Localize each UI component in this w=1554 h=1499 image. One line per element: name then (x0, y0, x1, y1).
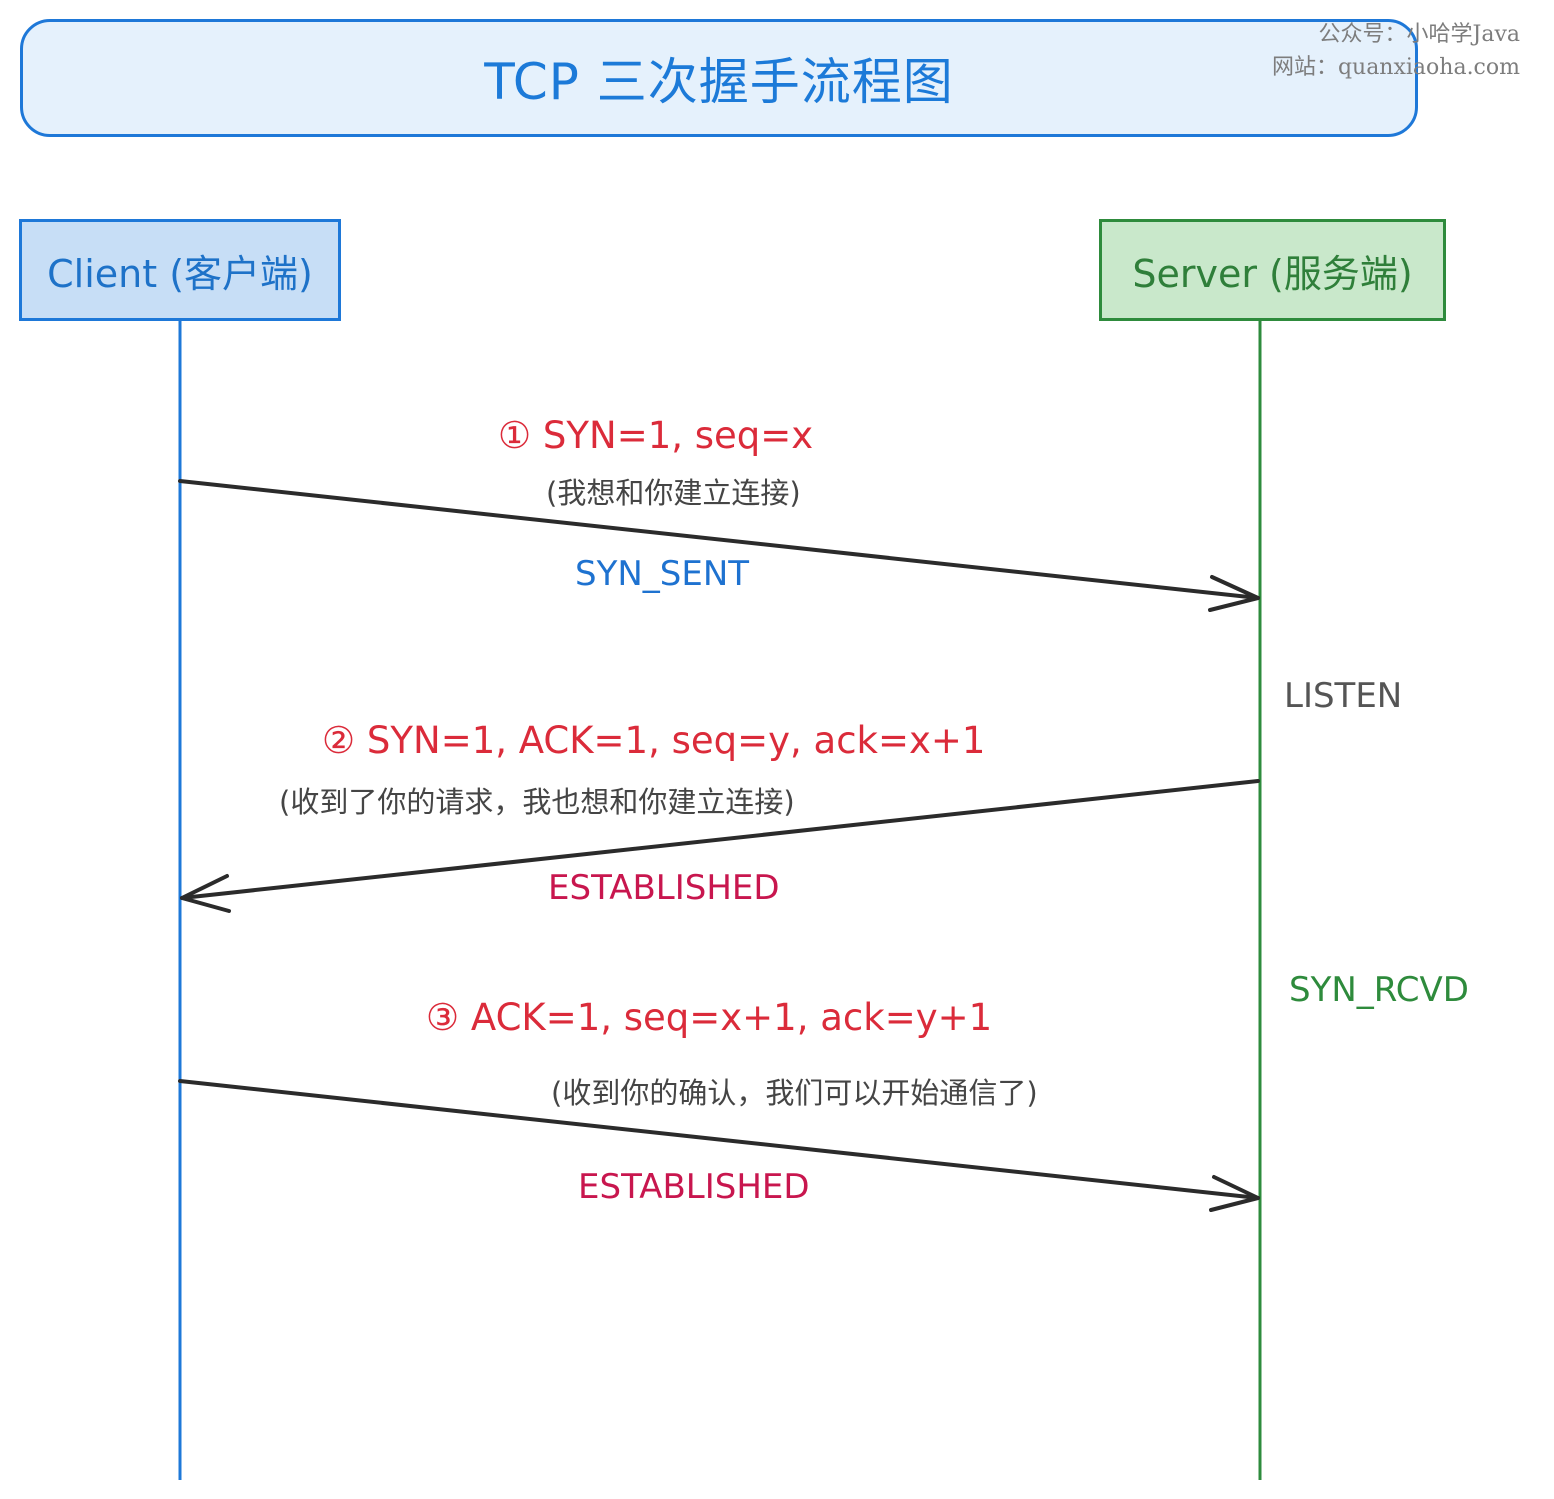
message-arrow-2 (180, 779, 1260, 913)
message-2-label: ② SYN=1, ACK=1, seq=y, ack=x+1 (322, 719, 986, 762)
client-actor-box: Client (客户端) (19, 219, 341, 321)
watermark-website: 网站：quanxiaoha.com (1271, 55, 1520, 80)
message-3-label: ③ ACK=1, seq=x+1, ack=y+1 (426, 996, 993, 1039)
watermark-account: 公众号：小哈学Java (1318, 22, 1520, 47)
message-arrow-3 (178, 1079, 1260, 1212)
message-arrow-1 (178, 479, 1260, 612)
state-listen: LISTEN (1284, 676, 1403, 716)
server-label: Server (服务端) (1132, 251, 1413, 296)
message-1-note: (我想和你建立连接) (546, 476, 801, 510)
message-3-note: (收到你的确认，我们可以开始通信了) (551, 1076, 1038, 1110)
state-established-client: ESTABLISHED (548, 868, 780, 908)
client-label: Client (客户端) (47, 251, 313, 296)
state-syn-rcvd: SYN_RCVD (1289, 970, 1469, 1010)
title-banner: TCP 三次握手流程图 (20, 19, 1418, 137)
message-2-note: (收到了你的请求，我也想和你建立连接) (279, 785, 795, 819)
server-actor-box: Server (服务端) (1099, 219, 1446, 321)
watermark: 公众号：小哈学Java 网站：quanxiaoha.com (1272, 18, 1520, 84)
arrowhead-icon (180, 874, 231, 913)
arrowhead-icon (1208, 575, 1260, 612)
state-established-server: ESTABLISHED (578, 1167, 810, 1207)
arrowhead-icon (1209, 1175, 1260, 1212)
diagram-title: TCP 三次握手流程图 (484, 53, 954, 111)
message-1-label: ① SYN=1, seq=x (498, 414, 814, 457)
state-syn-sent: SYN_SENT (575, 554, 750, 594)
